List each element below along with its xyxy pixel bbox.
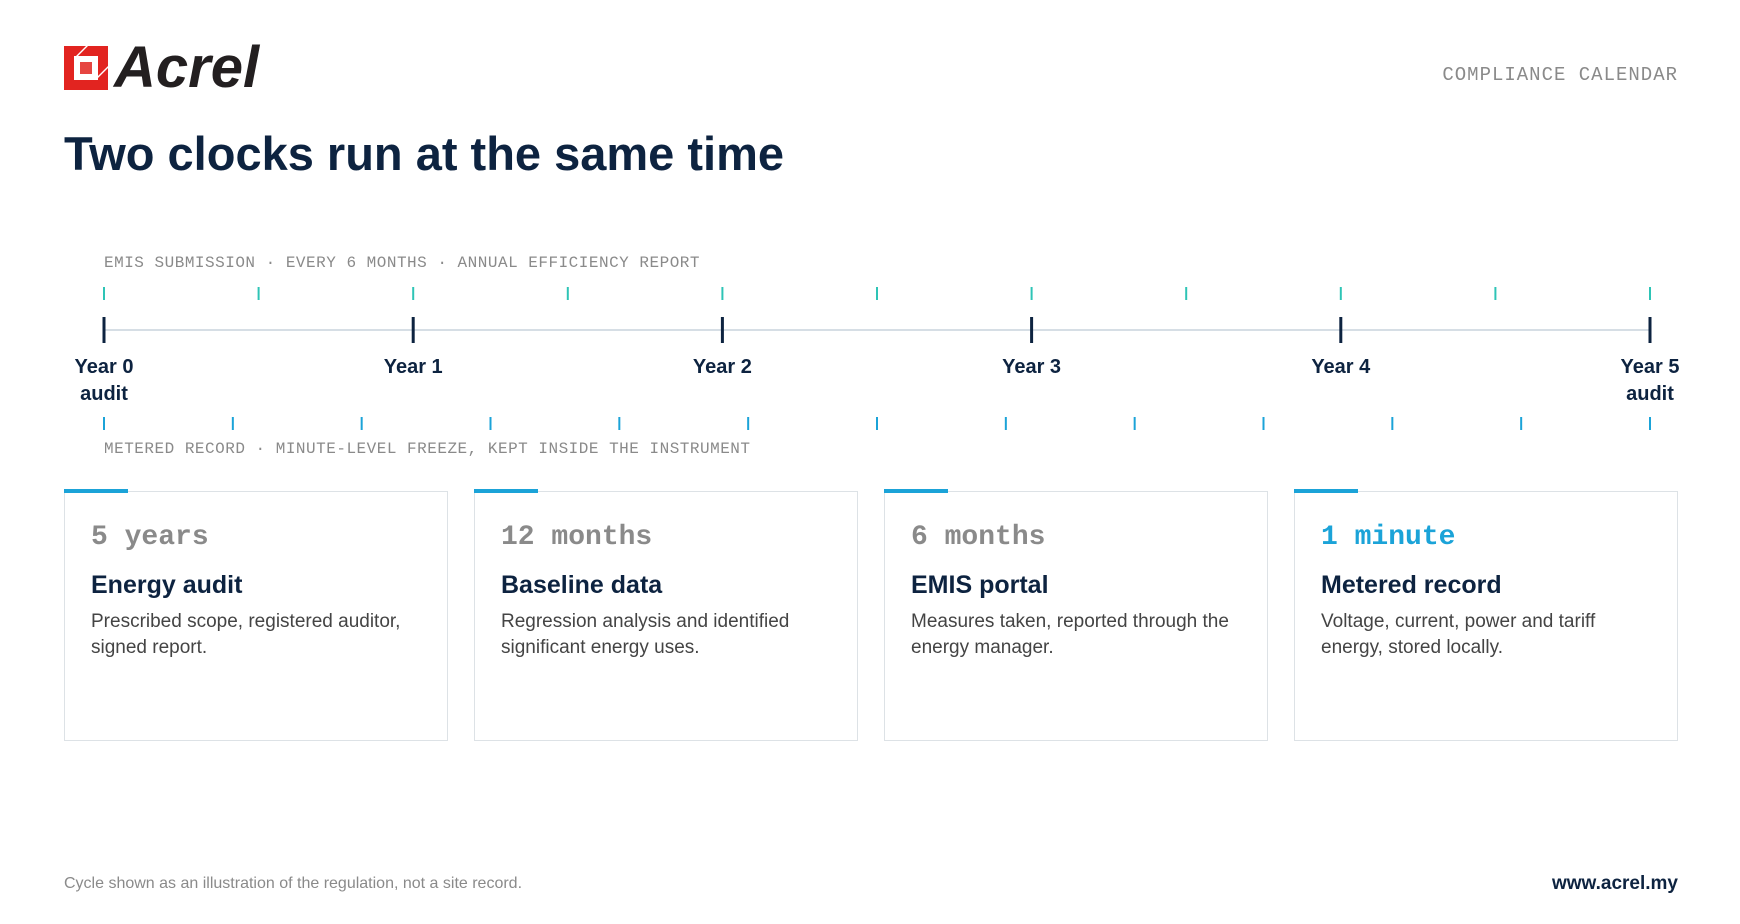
- website-link[interactable]: www.acrel.my: [1551, 873, 1678, 894]
- year-label: Year 4: [1311, 356, 1371, 378]
- brand-name: Acrel: [114, 35, 260, 100]
- acrel-logo-icon: [64, 46, 108, 90]
- footnote: Cycle shown as an illustration of the re…: [64, 875, 523, 892]
- card-accent-bar: [474, 489, 538, 493]
- timeline-top-caption: EMIS SUBMISSION · EVERY 6 MONTHS · ANNUA…: [104, 254, 700, 272]
- upper-ticks: [103, 287, 1651, 300]
- card-interval: 12 months: [501, 522, 653, 553]
- card-description: Measures taken, reported through the ene…: [911, 611, 1229, 658]
- page-title: Two clocks run at the same time: [64, 127, 785, 180]
- year-markers: Year 0 audit Year 1 Year 2 Year 3 Year 4 Year …: [75, 317, 1680, 405]
- year-label: Year 2: [693, 356, 752, 378]
- lower-ticks: [103, 417, 1651, 430]
- card-accent-bar: [64, 489, 128, 493]
- card-interval: 1 minute: [1321, 522, 1456, 553]
- card-interval: 5 years: [91, 522, 209, 553]
- card-description: Regression analysis and identified signi…: [501, 611, 790, 658]
- card-title: Energy audit: [91, 571, 243, 599]
- card-description: Prescribed scope, registered auditor, si…: [91, 611, 401, 658]
- card-accent-bar: [884, 489, 948, 493]
- card-interval: 6 months: [911, 522, 1046, 553]
- year-label: Year 3: [1002, 356, 1061, 378]
- year-sublabel: audit: [80, 383, 128, 405]
- card-title: Metered record: [1321, 571, 1502, 599]
- section-eyebrow: COMPLIANCE CALENDAR: [1442, 64, 1678, 86]
- card-title: EMIS portal: [911, 571, 1049, 599]
- timeline-bottom-caption: METERED RECORD · MINUTE-LEVEL FREEZE, KE…: [104, 440, 751, 458]
- brand-logo: Acrel: [64, 35, 260, 100]
- year-label: Year 1: [384, 356, 443, 378]
- card-accent-bar: [1294, 489, 1358, 493]
- compliance-timeline: EMIS SUBMISSION · EVERY 6 MONTHS · ANNUA…: [75, 254, 1680, 458]
- year-sublabel: audit: [1626, 383, 1674, 405]
- card-title: Baseline data: [501, 571, 663, 599]
- year-label: Year 5: [1621, 356, 1680, 378]
- card-description: Voltage, current, power and tariff energ…: [1321, 611, 1596, 658]
- year-label: Year 0: [75, 356, 134, 378]
